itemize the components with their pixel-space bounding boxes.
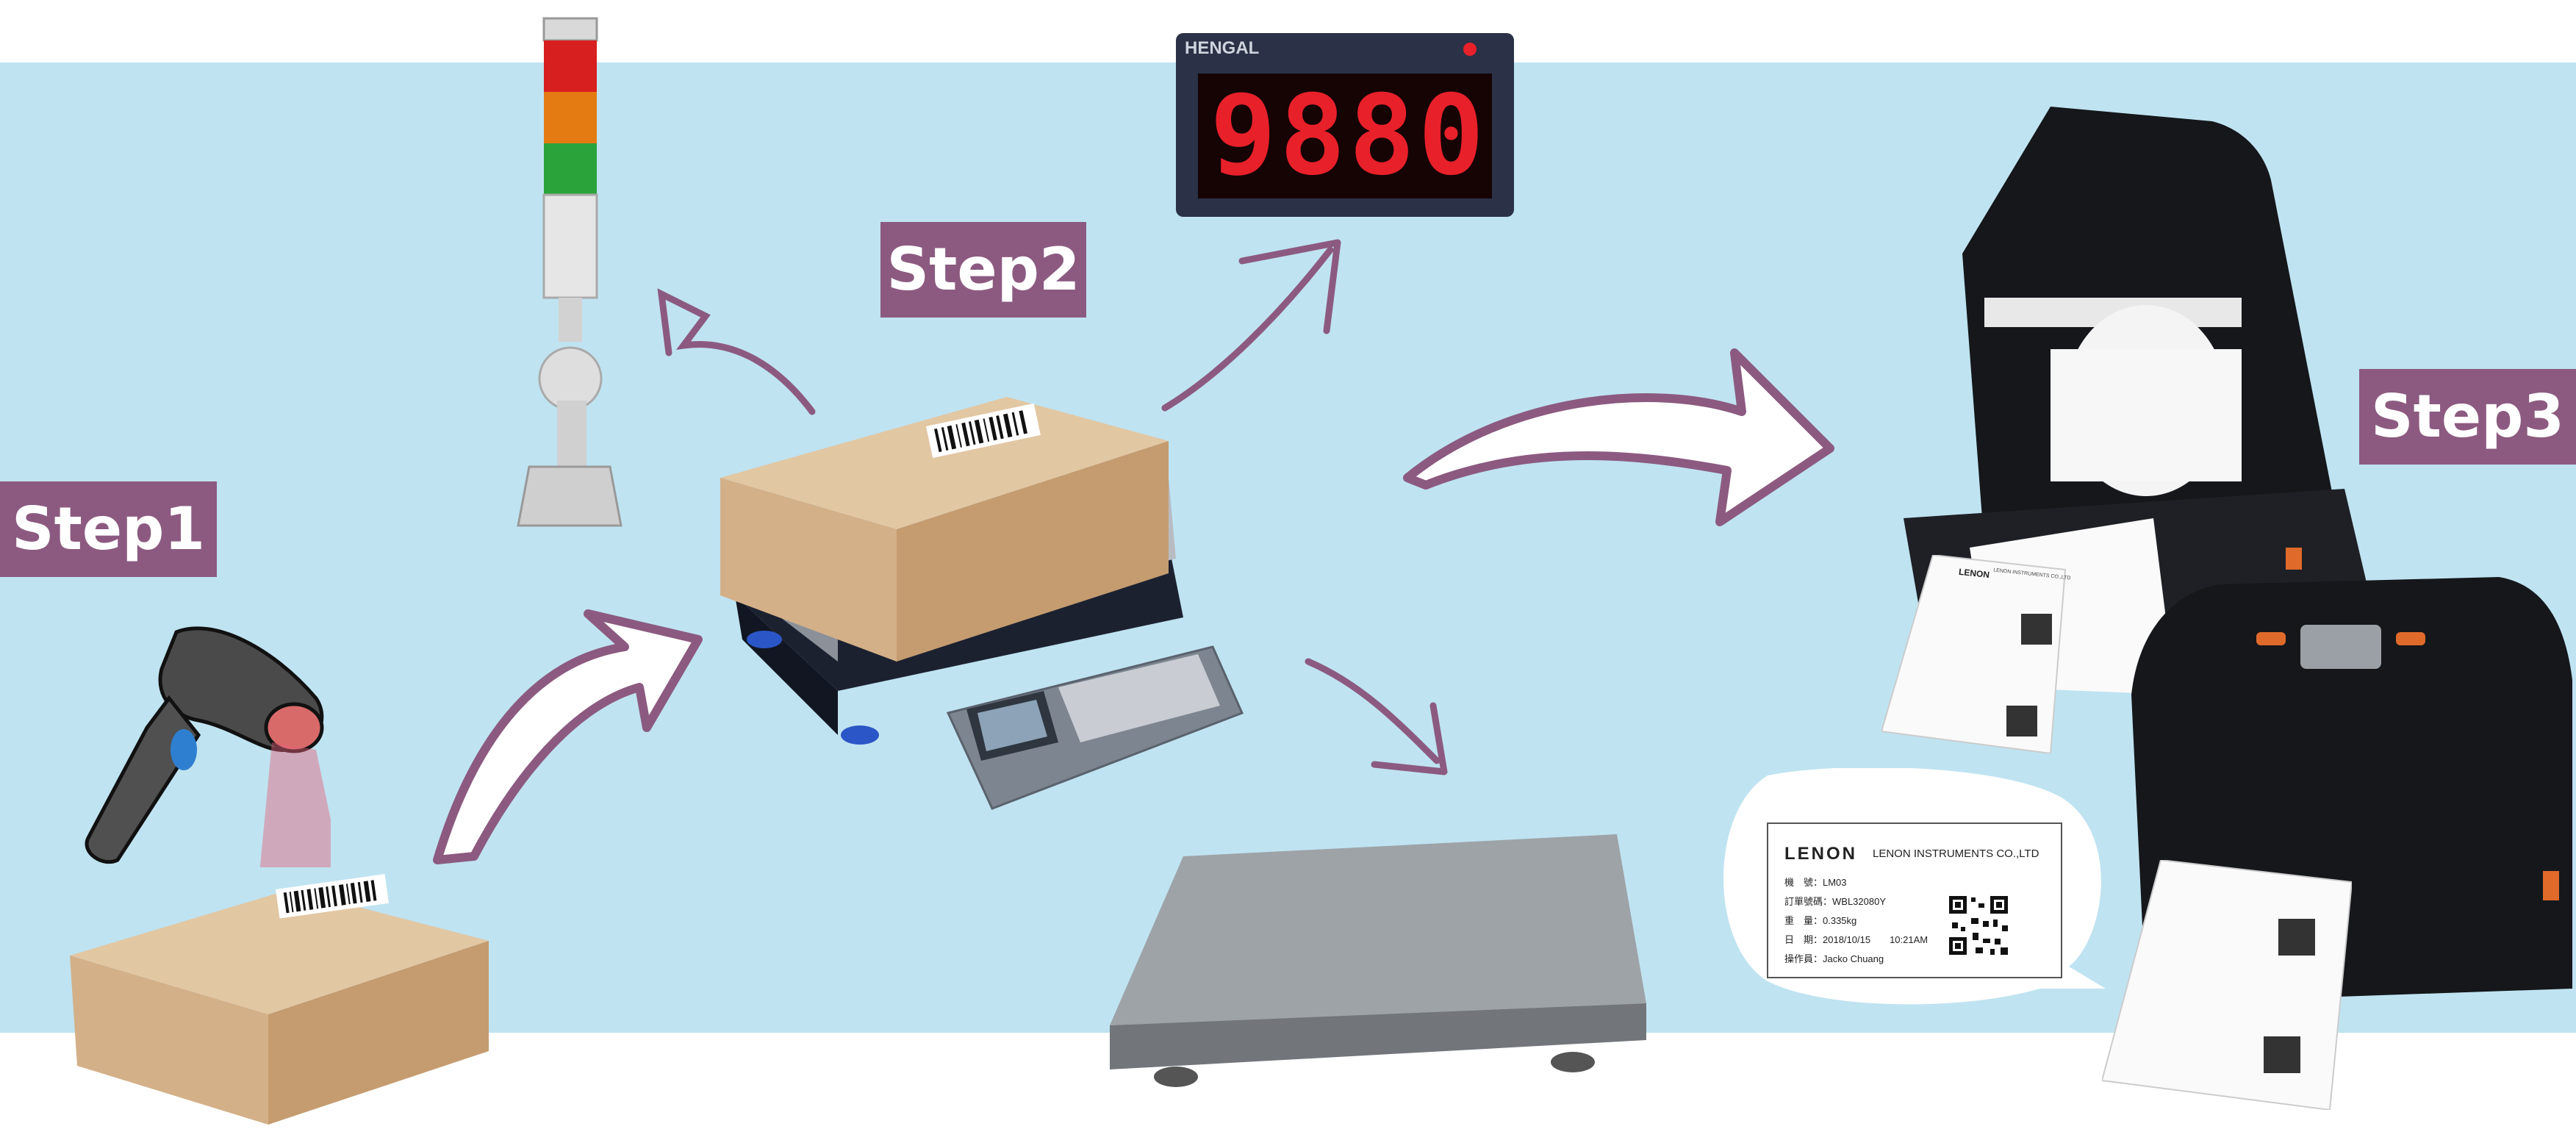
step1-badge: Step1 (0, 481, 217, 577)
label-bubble (1723, 768, 2106, 1005)
label-line-operator: 操作員：Jacko Chuang (1784, 953, 1884, 964)
label-line-date: 日 期：2018/10/15 10:21AM (1784, 934, 1929, 945)
display-brand: HENGAL (1185, 38, 1260, 58)
arrow-scanner-to-scale (433, 609, 703, 864)
printed-label-stack-icon (1881, 555, 2067, 753)
package-box-icon (70, 874, 489, 1125)
step3-badge: Step3 (2359, 369, 2576, 465)
label-details: 機 號：LM03 訂單號碼：WBL32080Y 重 量：0.335kg 日 期：… (1784, 873, 1928, 969)
label-company: LENON INSTRUMENTS CO.,LTD (1873, 847, 2039, 860)
label-line-weight: 重 量：0.335kg (1784, 915, 1857, 926)
step2-badge: Step2 (880, 222, 1086, 318)
barcode-scanner-icon (85, 626, 331, 867)
display-reading: 9880 (1210, 72, 1488, 200)
digital-display-icon (1176, 33, 1514, 217)
arrow-scale-to-printer (1403, 348, 1834, 526)
label-line-model: 機 號：LM03 (1784, 877, 1847, 888)
label-line-order: 訂單號碼：WBL32080Y (1784, 896, 1886, 907)
tower-light-icon (517, 17, 623, 527)
weighing-scale-icon (720, 397, 1244, 810)
label-logo: LENON (1784, 844, 1857, 864)
platform-scale-icon (1110, 834, 1646, 1087)
qr-code-icon (1946, 893, 2011, 958)
printed-label-output-icon (2102, 860, 2352, 1110)
